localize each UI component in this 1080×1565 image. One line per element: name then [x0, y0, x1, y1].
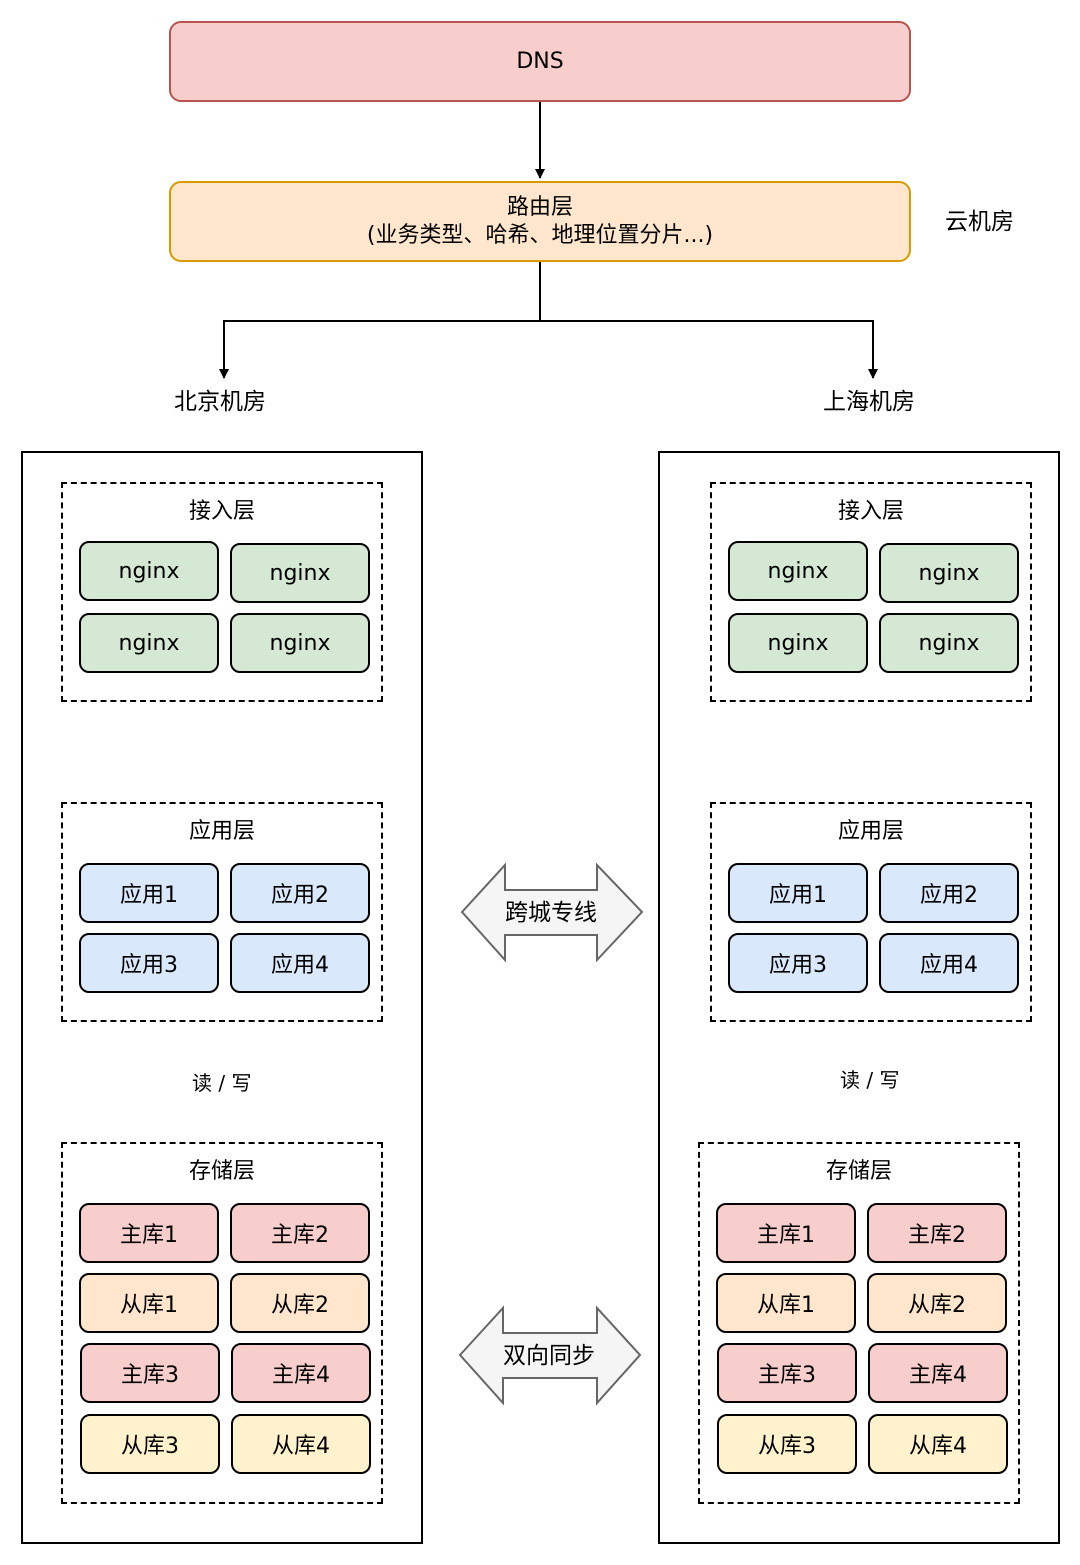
sh-app-1: 应用1	[728, 863, 868, 923]
sh-app-3: 应用3	[728, 933, 868, 993]
router-to-shanghai-arrow	[540, 320, 878, 379]
bj-app-1: 应用1	[79, 863, 219, 923]
bj-access-layer: 接入层 nginx nginx nginx nginx	[61, 482, 383, 702]
beijing-datacenter-label: 北京机房	[174, 389, 266, 415]
dns-label: DNS	[516, 48, 564, 74]
bj-master-db-4: 主库4	[231, 1343, 371, 1403]
cloud-datacenter-label: 云机房	[945, 209, 1014, 235]
sh-app-2: 应用2	[879, 863, 1019, 923]
bj-nginx-3: nginx	[79, 613, 219, 673]
sh-master-db-4: 主库4	[868, 1343, 1008, 1403]
sync-label: 双向同步	[503, 1343, 595, 1369]
sh-nginx-2: nginx	[879, 543, 1019, 603]
bj-storage-layer: 存储层 主库1 主库2 从库1 从库2 主库3 主库4 从库3 从库4	[61, 1142, 383, 1504]
router-subtitle: (业务类型、哈希、地理位置分片...)	[366, 222, 714, 248]
sh-slave-db-2: 从库2	[867, 1273, 1007, 1333]
sh-slave-db-3: 从库3	[717, 1414, 857, 1474]
bj-slave-db-1: 从库1	[79, 1273, 219, 1333]
bj-app-3: 应用3	[79, 933, 219, 993]
sh-nginx-4: nginx	[879, 613, 1019, 673]
bj-read-write-label: 读 / 写	[190, 1070, 254, 1096]
bj-master-db-2: 主库2	[230, 1203, 370, 1263]
bj-slave-db-2: 从库2	[230, 1273, 370, 1333]
sync-double-arrow	[458, 1305, 642, 1406]
bj-app-4: 应用4	[230, 933, 370, 993]
bj-access-layer-title: 接入层	[188, 499, 255, 524]
bj-nginx-2: nginx	[230, 543, 370, 603]
bj-app-layer-title: 应用层	[188, 819, 255, 844]
bj-storage-layer-title: 存储层	[188, 1159, 255, 1184]
dedicated-line-label: 跨城专线	[505, 900, 597, 926]
sh-access-layer-title: 接入层	[837, 499, 904, 524]
bj-master-db-1: 主库1	[79, 1203, 219, 1263]
dns-node: DNS	[169, 21, 911, 102]
shanghai-datacenter-label: 上海机房	[823, 389, 915, 415]
bj-app-2: 应用2	[230, 863, 370, 923]
sh-storage-layer-title: 存储层	[825, 1159, 892, 1184]
sh-app-layer-title: 应用层	[837, 819, 904, 844]
sh-access-layer: 接入层 nginx nginx nginx nginx	[710, 482, 1032, 702]
sh-slave-db-4: 从库4	[868, 1414, 1008, 1474]
router-title: 路由层	[506, 194, 573, 220]
sh-master-db-3: 主库3	[717, 1343, 857, 1403]
bj-slave-db-3: 从库3	[80, 1414, 220, 1474]
sh-app-4: 应用4	[879, 933, 1019, 993]
router-layer-node: 路由层 (业务类型、哈希、地理位置分片...)	[169, 181, 911, 262]
sh-slave-db-1: 从库1	[716, 1273, 856, 1333]
sh-master-db-2: 主库2	[867, 1203, 1007, 1263]
sh-nginx-3: nginx	[728, 613, 868, 673]
bj-app-layer: 应用层 应用1 应用2 应用3 应用4	[61, 802, 383, 1022]
bj-nginx-4: nginx	[230, 613, 370, 673]
sh-app-layer: 应用层 应用1 应用2 应用3 应用4	[710, 802, 1032, 1022]
sh-read-write-label: 读 / 写	[838, 1067, 902, 1093]
dedicated-line-double-arrow	[460, 862, 644, 963]
sh-storage-layer: 存储层 主库1 主库2 从库1 从库2 主库3 主库4 从库3 从库4	[698, 1142, 1020, 1504]
bj-master-db-3: 主库3	[80, 1343, 220, 1403]
bj-nginx-1: nginx	[79, 541, 219, 601]
bj-slave-db-4: 从库4	[231, 1414, 371, 1474]
router-to-beijing-arrow	[219, 262, 541, 379]
sh-nginx-1: nginx	[728, 541, 868, 601]
sh-master-db-1: 主库1	[716, 1203, 856, 1263]
